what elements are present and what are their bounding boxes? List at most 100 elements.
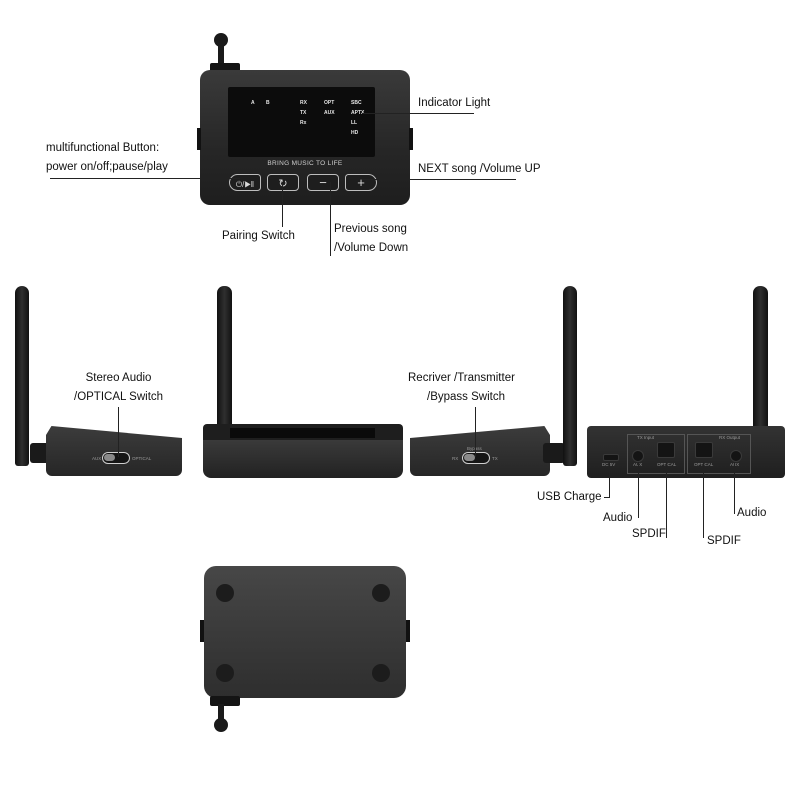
audio-in-label: Audio (603, 512, 633, 524)
audio-in-leader (638, 462, 639, 518)
side-button-left (200, 620, 204, 642)
center-body (203, 440, 403, 478)
next-song-label: NEXT song /Volume UP (418, 163, 541, 175)
bottom-view (200, 562, 410, 740)
previous-label-line2: /Volume Down (334, 242, 409, 254)
usb-leader-h (604, 497, 610, 498)
stereo-optical-label: Stereo Audio /OPTICAL Switch (74, 369, 163, 407)
indicator-b: B (266, 100, 270, 106)
side-body-left (46, 426, 182, 476)
previous-song-label: Previous song /Volume Down (334, 220, 408, 258)
stereo-leader (118, 407, 119, 457)
antenna-back (753, 286, 768, 466)
side-button-right (409, 128, 413, 150)
rubber-foot (372, 584, 390, 602)
stereo-label-line1: Stereo Audio (85, 372, 152, 384)
center-front-view (200, 280, 405, 490)
power-play-icon: ⏻/▶‖ (235, 180, 255, 189)
previous-leader (330, 182, 331, 256)
rx-output-label: RX Output (719, 435, 741, 440)
aux-optical-switch[interactable] (102, 452, 130, 464)
power-play-button[interactable]: ⏻/▶‖ (229, 174, 261, 191)
volume-up-button[interactable]: + (345, 174, 377, 191)
aux-switch-label: AUX (92, 456, 102, 461)
aux-in-label: AUX (633, 462, 642, 467)
antenna-left (15, 286, 29, 466)
indicator-aux: AUX (324, 110, 335, 116)
rx-switch-label: RX (452, 456, 459, 461)
audio-out-label: Audio (737, 507, 767, 519)
audio-out-leader (734, 462, 735, 514)
rx-tx-switch[interactable] (462, 452, 490, 464)
antenna-knob (214, 33, 228, 47)
side-button-left (197, 128, 201, 150)
rubber-foot (372, 664, 390, 682)
multifunction-label-line2: power on/off;pause/play (46, 161, 168, 173)
usb-leader (609, 462, 610, 498)
indicator-ll: LL (351, 120, 358, 126)
side-button-right (406, 620, 410, 642)
previous-label-line1: Previous song (334, 223, 407, 235)
multifunction-label: multifunctional Button: power on/off;pau… (46, 139, 168, 177)
receiver-transmitter-label: Recriver /Transmitter /Bypass Switch (408, 369, 515, 407)
tx-input-label: TX Input (637, 435, 655, 440)
receiver-label-line1: Recriver /Transmitter (408, 372, 515, 384)
receiver-label-line2: /Bypass Switch (427, 391, 505, 403)
minus-icon: − (319, 175, 327, 190)
pairing-button[interactable]: ↻ (267, 174, 299, 191)
spdif-in-label: SPDIF (632, 528, 666, 540)
back-body (587, 426, 785, 478)
volume-down-button[interactable]: − (307, 174, 339, 191)
aux-out-port[interactable] (730, 450, 742, 462)
rubber-foot (216, 664, 234, 682)
switch-knob (104, 454, 115, 461)
side-body-right (410, 426, 550, 476)
antenna-stem (218, 44, 224, 66)
multifunction-leader (50, 178, 240, 179)
next-song-leader (362, 179, 516, 180)
spdif-out-label: SPDIF (707, 535, 741, 547)
left-side-view: AUX OPTICAL (10, 280, 190, 490)
optical-in-port[interactable] (657, 442, 675, 458)
tx-switch-label: TX (492, 456, 498, 461)
usb-port[interactable] (603, 454, 619, 461)
indicator-screen (228, 87, 375, 157)
usb-charge-label: USB Charge (537, 491, 602, 503)
receiver-leader (475, 407, 476, 457)
optical-out-port[interactable] (695, 442, 713, 458)
pairing-switch-label: Pairing Switch (222, 230, 295, 242)
back-panel-view: TX Input RX Output DC 5V AUX OPTICAL OPT… (585, 280, 790, 490)
right-side-view: Bypass RX TX (405, 280, 585, 490)
indicator-a: A (251, 100, 255, 106)
multifunction-label-line1: multifunctional Button: (46, 142, 160, 154)
center-screen-strip (230, 428, 375, 438)
indicator-rx-low: Rx (300, 120, 307, 126)
indicator-opt: OPT (324, 100, 335, 106)
antenna-hinge-right (543, 443, 565, 463)
stereo-label-line2: /OPTICAL Switch (74, 391, 164, 403)
rubber-foot (216, 584, 234, 602)
aux-in-port[interactable] (632, 450, 644, 462)
indicator-light-leader (362, 113, 474, 114)
antenna-right (563, 286, 577, 466)
slogan-text: BRING MUSIC TO LIFE (267, 160, 343, 167)
plus-icon: + (357, 175, 365, 190)
spdif-out-leader (703, 462, 704, 538)
indicator-hd: HD (351, 130, 359, 136)
indicator-rx: RX (300, 100, 307, 106)
dc-label: DC 5V (602, 462, 616, 467)
bypass-switch-label: Bypass (467, 446, 482, 451)
indicator-tx: TX (300, 110, 307, 116)
indicator-light-label: Indicator Light (418, 97, 491, 109)
optical-switch-label: OPTICAL (132, 456, 152, 461)
antenna-base-bottom (210, 696, 240, 706)
pairing-leader (282, 182, 283, 227)
spdif-in-leader (666, 462, 667, 538)
rx-output-group (687, 434, 751, 474)
indicator-aptx: APTX (351, 110, 365, 116)
antenna-base (210, 63, 240, 73)
antenna-center (217, 286, 232, 431)
switch-knob (464, 454, 475, 461)
antenna-knob-bottom (214, 718, 228, 732)
indicator-sbc: SBC (351, 100, 362, 106)
